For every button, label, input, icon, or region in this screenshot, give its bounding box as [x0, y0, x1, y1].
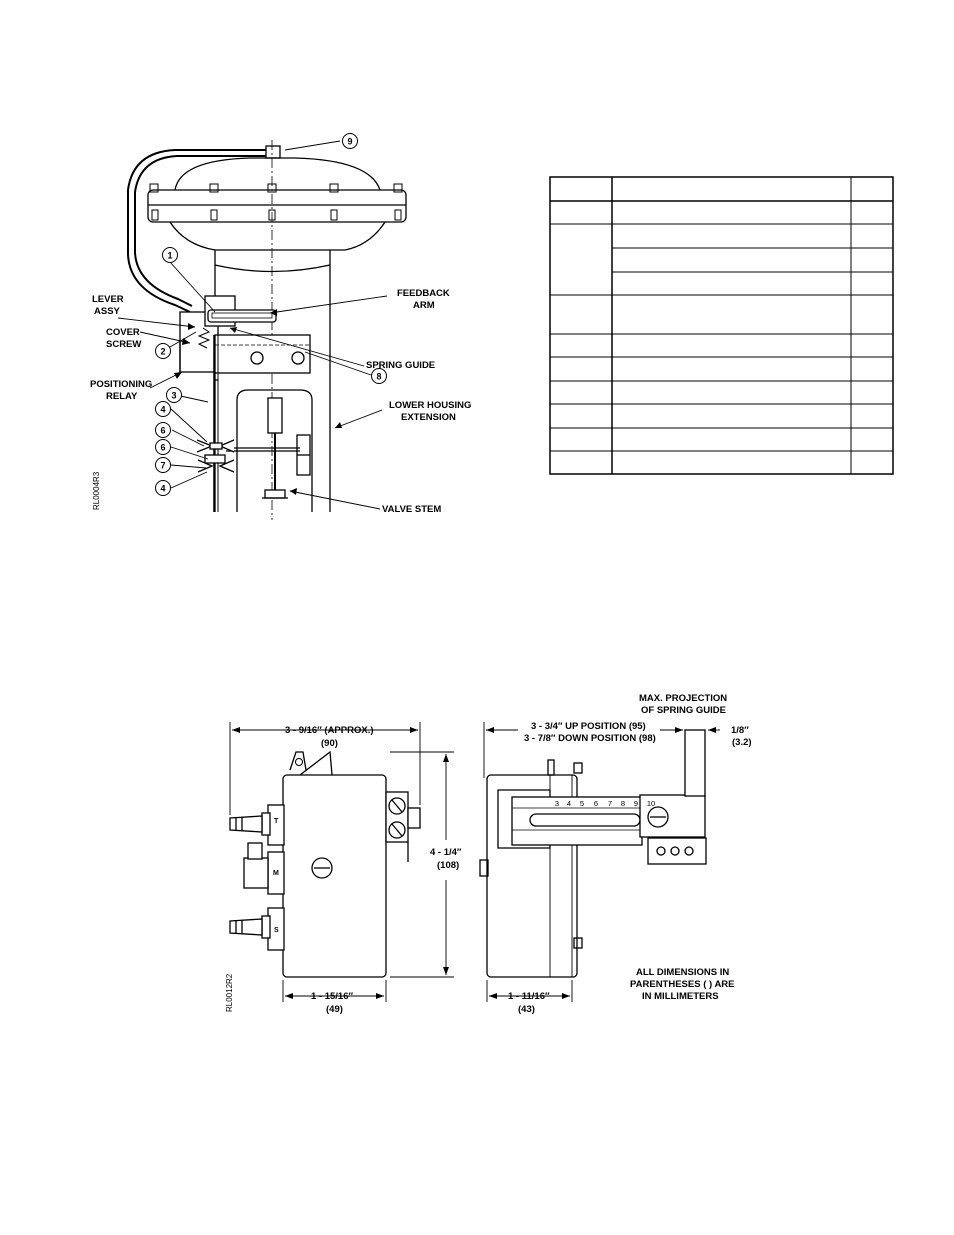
dim-side-bottom: 1 - 11/16″ — [508, 991, 550, 1002]
svg-text:4: 4 — [160, 484, 165, 494]
label-cover: COVER — [106, 327, 140, 338]
figure1-id: RL0004R3 — [92, 471, 101, 510]
port-labels: T M S — [273, 818, 279, 934]
relay-front-view — [229, 750, 421, 978]
dimension-arrows — [232, 727, 716, 999]
label-lever: LEVER — [92, 294, 124, 305]
dim-height: 4 - 1/4″ — [430, 847, 462, 858]
dim-max-proj-2: OF SPRING GUIDE — [641, 705, 726, 716]
dim-side-bottom-mm: (43) — [518, 1004, 535, 1015]
callout-leaders — [117, 140, 388, 510]
label-extension: EXTENSION — [401, 412, 456, 423]
callout-1: 1 — [162, 247, 178, 263]
dim-depth: 1 - 15/16″ — [311, 991, 353, 1002]
dim-max-proj-1: MAX. PROJECTION — [639, 693, 727, 704]
label-assy: ASSY — [94, 306, 121, 317]
label-positioning: POSITIONING — [90, 379, 152, 390]
svg-text:4: 4 — [160, 405, 165, 415]
scale-numbers: 3 4 5 6 7 8 9 10 — [555, 799, 655, 808]
label-valve-stem: VALVE STEM — [382, 504, 441, 515]
svg-text:1: 1 — [167, 251, 172, 261]
relay-side-view — [479, 729, 707, 978]
dim-depth-mm: (49) — [326, 1004, 343, 1015]
svg-text:3: 3 — [555, 799, 559, 808]
dimension-labels: 3 - 9/16″ (APPROX.) (90) 4 - 1/4″ (108) … — [225, 693, 752, 1015]
label-screw: SCREW — [106, 339, 141, 350]
dim-side-up: 3 - 3/4″ UP POSITION (95) — [531, 721, 646, 732]
note-line-1: ALL DIMENSIONS IN — [636, 967, 729, 978]
svg-text:5: 5 — [580, 799, 584, 808]
parts-table — [549, 176, 894, 475]
svg-text:6: 6 — [594, 799, 598, 808]
arrowheads — [174, 309, 342, 495]
callout-6b: 6 — [155, 439, 171, 455]
dim-proj: 1/8″ — [731, 725, 749, 736]
callout-2: 2 — [155, 343, 171, 359]
dim-side-down: 3 - 7/8″ DOWN POSITION (98) — [524, 733, 656, 744]
callout-4b: 4 — [155, 480, 171, 496]
svg-text:2: 2 — [160, 347, 165, 357]
callout-4a: 4 — [155, 401, 171, 417]
port-s: S — [274, 927, 279, 934]
callout-8: 8 — [371, 368, 387, 384]
port-t: T — [274, 818, 279, 825]
svg-text:3: 3 — [171, 391, 176, 401]
figure2-id: RL0012R2 — [225, 973, 234, 1012]
callout-6a: 6 — [155, 422, 171, 438]
callout-9: 9 — [342, 133, 358, 149]
dim-width-top-mm: (90) — [321, 738, 338, 749]
callout-bubbles: 1 2 3 4 6 6 7 4 8 9 — [155, 133, 387, 496]
svg-text:6: 6 — [160, 426, 165, 436]
svg-text:4: 4 — [567, 799, 571, 808]
svg-text:9: 9 — [634, 799, 638, 808]
svg-text:6: 6 — [160, 443, 165, 453]
dim-proj-mm: (3.2) — [732, 737, 752, 748]
dim-height-mm: (108) — [437, 860, 459, 871]
label-lower-housing: LOWER HOUSING — [389, 400, 471, 411]
svg-text:8: 8 — [376, 372, 381, 382]
svg-text:7: 7 — [160, 461, 165, 471]
svg-text:9: 9 — [347, 137, 352, 147]
svg-text:8: 8 — [621, 799, 625, 808]
label-feedback: FEEDBACK — [397, 288, 450, 299]
svg-text:7: 7 — [608, 799, 612, 808]
svg-text:10: 10 — [647, 799, 655, 808]
dimension-lines — [229, 722, 720, 1002]
callout-7: 7 — [155, 457, 171, 473]
callout-3: 3 — [166, 387, 182, 403]
port-m: M — [273, 870, 279, 877]
dim-width-top: 3 - 9/16″ (APPROX.) — [285, 725, 374, 736]
note-line-2: PARENTHESES ( ) ARE — [630, 979, 735, 990]
figure1-labels: LEVER ASSY COVER SCREW POSITIONING RELAY… — [90, 288, 471, 515]
actuator-drawing — [127, 140, 407, 520]
label-arm: ARM — [413, 300, 435, 311]
label-relay: RELAY — [106, 391, 138, 402]
label-spring-guide: SPRING GUIDE — [366, 360, 435, 371]
note-line-3: IN MILLIMETERS — [642, 991, 719, 1002]
